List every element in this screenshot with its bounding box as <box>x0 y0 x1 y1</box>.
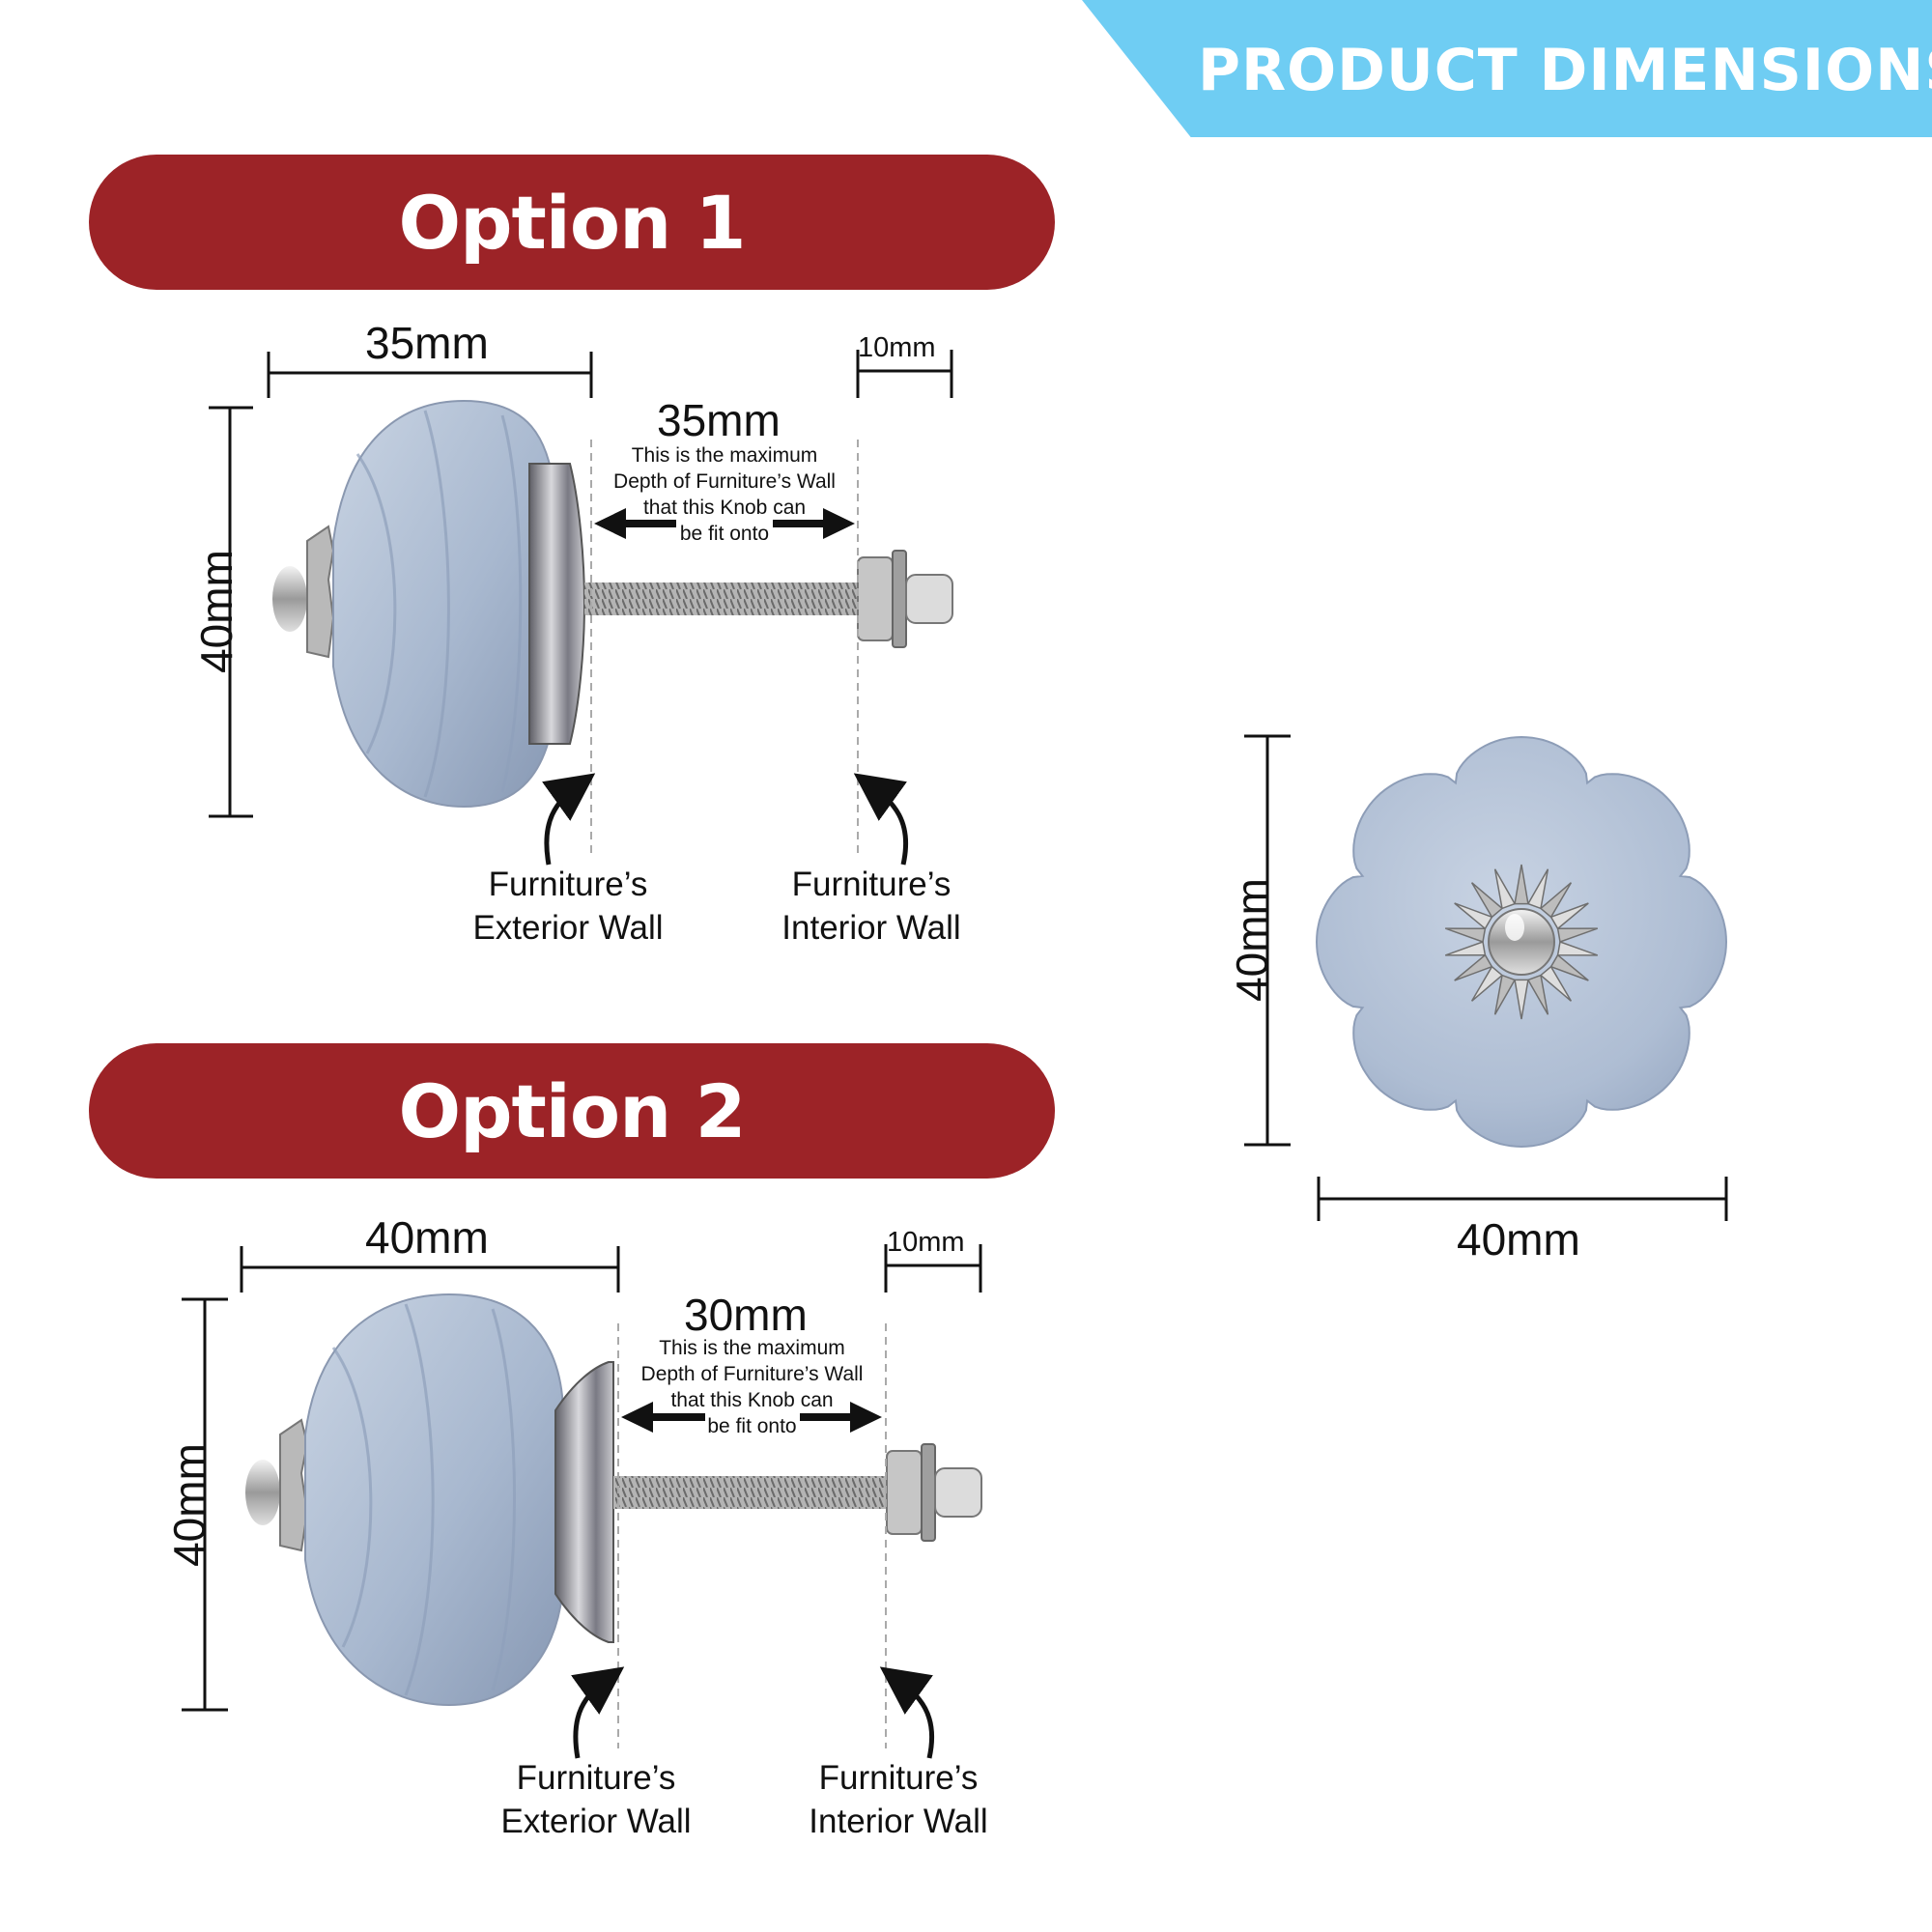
nut-2 <box>886 1450 923 1535</box>
rosette-petal <box>1526 974 1549 1015</box>
center-cap <box>1488 908 1555 976</box>
header-banner <box>1082 0 1932 137</box>
rosette-petal <box>1470 965 1504 1002</box>
center-rosette <box>1444 864 1599 1020</box>
label-line: Furniture’s <box>516 1759 676 1797</box>
option-1-height: 40mm <box>190 550 242 673</box>
rosette-petal <box>1454 902 1493 930</box>
page-title: PRODUCT DIMENSIONS <box>1198 37 1932 104</box>
option-2-title: Option 2 <box>398 1067 746 1154</box>
flange-1 <box>528 463 586 745</box>
option-2-depth-note: This is the maximum Depth of Furniture’s… <box>618 1335 886 1439</box>
option-2-side-view <box>245 1293 982 1748</box>
front-view-width: 40mm <box>1457 1214 1580 1264</box>
option-1-banner: Option 1 <box>89 155 1055 290</box>
screw-1 <box>584 582 865 615</box>
rosette-petal <box>1539 882 1573 919</box>
option-1-dimensions <box>209 350 953 818</box>
rosette-petal <box>1444 940 1487 956</box>
rosette-petal <box>1493 974 1517 1015</box>
option-2-depth-arrow <box>621 1402 882 1433</box>
label-line: Furniture’s <box>791 866 952 903</box>
label-line: Furniture’s <box>818 1759 979 1797</box>
flange-2 <box>554 1361 614 1643</box>
rosette-petal <box>1539 965 1573 1002</box>
label-line: Exterior Wall <box>500 1803 692 1840</box>
option-2-dimensions <box>182 1244 982 1712</box>
option-1-nut-length: 10mm <box>858 332 936 363</box>
option-2-wall-depth: 30mm <box>684 1290 808 1340</box>
option-1-depth-arrow <box>594 508 855 539</box>
front-view-height: 40mm <box>1226 878 1277 1002</box>
front-view-knob <box>1315 735 1728 1149</box>
note-line: Depth of Furniture’s Wall <box>640 1363 864 1385</box>
rosette-petal <box>1514 864 1529 905</box>
rosette-petal <box>1454 953 1493 981</box>
option-1-exterior-wall-label: Furniture’s Exterior Wall <box>452 863 684 950</box>
finial-1 <box>272 566 307 632</box>
option-2-banner: Option 2 <box>89 1043 1055 1179</box>
nut-1 <box>857 556 894 641</box>
option-2-nut-length: 10mm <box>887 1227 965 1258</box>
option-1-knob-length: 35mm <box>365 318 489 368</box>
label-line: Interior Wall <box>781 909 961 947</box>
rosette-petal <box>1549 953 1589 981</box>
label-line: Exterior Wall <box>472 909 664 947</box>
label-line: Furniture’s <box>488 866 648 903</box>
option-1-wall-depth: 35mm <box>657 395 781 445</box>
screw-2 <box>613 1476 889 1509</box>
label-line: Interior Wall <box>809 1803 988 1840</box>
note-line: This is the maximum <box>631 444 818 467</box>
note-line: be fit onto <box>707 1415 797 1437</box>
note-line: that this Knob can <box>642 497 807 519</box>
option-2-knob-length: 40mm <box>365 1212 489 1263</box>
front-view-dimensions <box>1244 734 1728 1221</box>
option-1-title: Option 1 <box>398 179 746 266</box>
option-1-interior-wall-label: Furniture’s Interior Wall <box>755 863 987 950</box>
option-1-side-view <box>272 399 953 855</box>
rosette-petal <box>1493 868 1517 910</box>
rosette-petal <box>1514 979 1529 1020</box>
option-2-exterior-wall-label: Furniture’s Exterior Wall <box>480 1756 712 1843</box>
exterior-wall-arrow-1 <box>542 773 596 866</box>
knob-body-1 <box>332 399 556 809</box>
note-line: Depth of Furniture’s Wall <box>613 470 836 493</box>
rosette-petal <box>1556 927 1599 944</box>
rosette-petal <box>1549 902 1589 930</box>
rosette-petal <box>1444 927 1487 944</box>
exterior-wall-arrow-2 <box>571 1666 625 1759</box>
note-line: that this Knob can <box>670 1389 834 1411</box>
option-2-height: 40mm <box>163 1443 214 1567</box>
note-line: be fit onto <box>679 523 770 545</box>
interior-wall-arrow-1 <box>853 773 909 866</box>
interior-wall-arrow-2 <box>879 1666 935 1759</box>
option-2-interior-wall-label: Furniture’s Interior Wall <box>782 1756 1014 1843</box>
option-1-depth-note: This is the maximum Depth of Furniture’s… <box>591 442 858 547</box>
rosette-petal <box>1526 868 1549 910</box>
note-line: This is the maximum <box>659 1337 845 1359</box>
rosette-petal <box>1470 882 1504 919</box>
finial-2 <box>245 1460 280 1525</box>
rosette-petal <box>1556 940 1599 956</box>
